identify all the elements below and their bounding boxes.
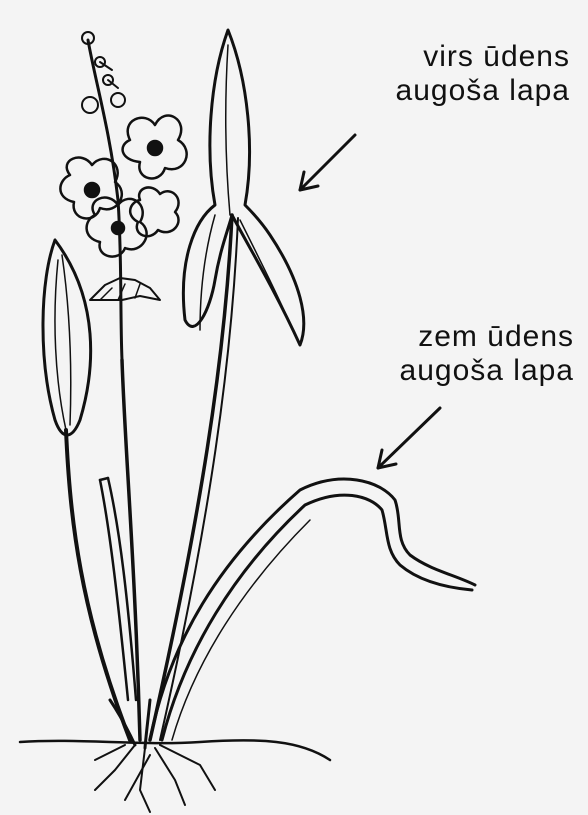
flowers: [60, 116, 186, 300]
flower-buds: [82, 32, 125, 113]
left-leaf: [43, 240, 130, 740]
arrow-to-emergent-leaf: [300, 135, 355, 190]
roots: [95, 745, 215, 812]
submerged-leaf: [150, 479, 475, 740]
emergent-leaf: [150, 30, 304, 740]
arrow-to-submerged-leaf: [378, 408, 440, 468]
ground-line: [20, 740, 330, 760]
